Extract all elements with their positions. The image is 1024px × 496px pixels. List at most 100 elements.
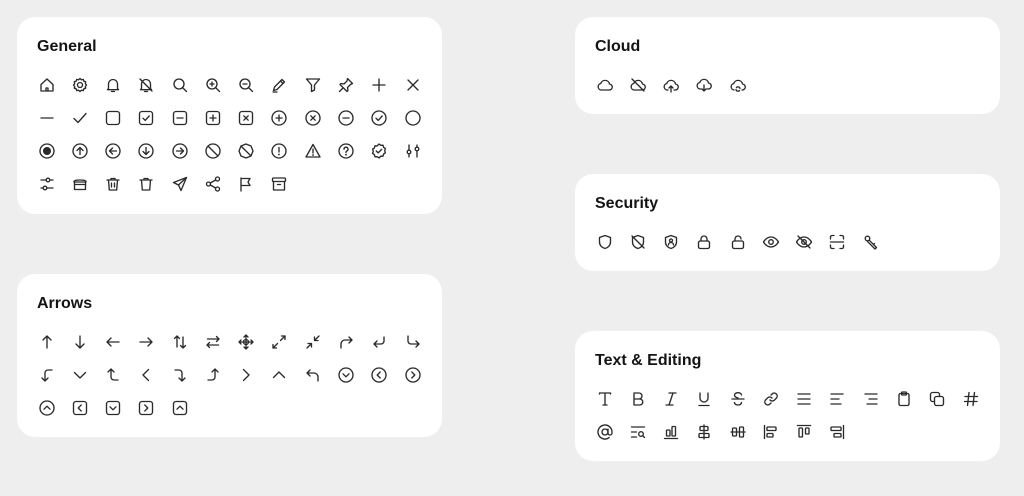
home-icon[interactable] [30,68,63,101]
move-icon[interactable] [230,325,263,358]
chevron-up-icon[interactable] [263,358,296,391]
badge-check-icon[interactable] [363,135,396,168]
underline-icon[interactable] [688,382,721,415]
circle-help-icon[interactable] [329,135,362,168]
cloud-upload-icon[interactable] [655,68,688,101]
arrow-down-icon[interactable] [63,325,96,358]
circle-arrow-up-icon[interactable] [63,135,96,168]
horizontal-sliders-icon[interactable] [30,168,63,201]
archive-icon[interactable] [263,168,296,201]
eye-icon[interactable] [754,225,787,258]
circle-check-icon[interactable] [363,101,396,134]
cloud-off-icon[interactable] [621,68,654,101]
circle-minus-icon[interactable] [329,101,362,134]
align-center-horizontal-icon[interactable] [721,415,754,448]
maximize-icon[interactable] [263,325,296,358]
at-sign-icon[interactable] [588,415,621,448]
minus-icon[interactable] [30,101,63,134]
zoom-out-icon[interactable] [230,68,263,101]
cloud-icon[interactable] [588,68,621,101]
triangle-alert-icon[interactable] [296,135,329,168]
arrow-right-icon[interactable] [130,325,163,358]
type-icon[interactable] [588,382,621,415]
circle-arrow-down-icon[interactable] [130,135,163,168]
corner-down-right-icon[interactable] [396,325,429,358]
lock-open-icon[interactable] [721,225,754,258]
send-icon[interactable] [163,168,196,201]
align-start-icon[interactable] [754,415,787,448]
align-justify-icon[interactable] [788,382,821,415]
radio-selected-icon[interactable] [30,135,63,168]
checkbox-checked-icon[interactable] [130,101,163,134]
search-icon[interactable] [163,68,196,101]
flag-icon[interactable] [230,168,263,201]
pin-icon[interactable] [329,68,362,101]
hash-icon[interactable] [954,382,987,415]
arrow-left-icon[interactable] [97,325,130,358]
bold-icon[interactable] [621,382,654,415]
block-alt-icon[interactable] [230,135,263,168]
circle-arrow-right-icon[interactable] [163,135,196,168]
shield-icon[interactable] [588,225,621,258]
cloud-sync-icon[interactable] [721,68,754,101]
square-chevron-up-icon[interactable] [163,392,196,425]
text-search-icon[interactable] [621,415,654,448]
circle-arrow-left-icon[interactable] [97,135,130,168]
square-chevron-right-icon[interactable] [130,392,163,425]
align-left-icon[interactable] [821,382,854,415]
pencil-icon[interactable] [263,68,296,101]
shield-user-icon[interactable] [655,225,688,258]
trash-alt-icon[interactable] [130,168,163,201]
check-icon[interactable] [63,101,96,134]
filter-icon[interactable] [296,68,329,101]
settings-icon[interactable] [63,68,96,101]
circle-chevron-up-icon[interactable] [30,392,63,425]
chevron-left-icon[interactable] [130,358,163,391]
block-icon[interactable] [196,135,229,168]
trash-icon[interactable] [97,168,130,201]
scan-icon[interactable] [821,225,854,258]
minimize-icon[interactable] [296,325,329,358]
checkbox-minus-icon[interactable] [163,101,196,134]
undo-icon[interactable] [296,358,329,391]
arrows-left-right-icon[interactable] [196,325,229,358]
lock-icon[interactable] [688,225,721,258]
arrow-up-icon[interactable] [30,325,63,358]
close-icon[interactable] [396,68,429,101]
bell-off-icon[interactable] [130,68,163,101]
arrows-up-down-icon[interactable] [163,325,196,358]
square-chevron-left-icon[interactable] [63,392,96,425]
corner-down-left-icon[interactable] [363,325,396,358]
vertical-sliders-icon[interactable] [396,135,429,168]
checkbox-x-icon[interactable] [230,101,263,134]
copy-icon[interactable] [921,382,954,415]
eye-off-icon[interactable] [788,225,821,258]
redo-icon[interactable] [329,325,362,358]
circle-chevron-down-icon[interactable] [329,358,362,391]
checkbox-empty-icon[interactable] [97,101,130,134]
circle-x-icon[interactable] [296,101,329,134]
align-top-icon[interactable] [788,415,821,448]
shield-off-icon[interactable] [621,225,654,258]
align-end-icon[interactable] [821,415,854,448]
bell-icon[interactable] [97,68,130,101]
circle-alert-icon[interactable] [263,135,296,168]
circle-plus-icon[interactable] [263,101,296,134]
corner-right-up-icon[interactable] [196,358,229,391]
square-chevron-down-icon[interactable] [97,392,130,425]
plus-icon[interactable] [363,68,396,101]
italic-icon[interactable] [655,382,688,415]
circle-chevron-left-icon[interactable] [363,358,396,391]
chevron-down-icon[interactable] [63,358,96,391]
corner-left-up-icon[interactable] [97,358,130,391]
align-right-icon[interactable] [854,382,887,415]
bin-icon[interactable] [63,168,96,201]
corner-left-down-icon[interactable] [30,358,63,391]
chevron-right-icon[interactable] [230,358,263,391]
link-icon[interactable] [754,382,787,415]
align-bottom-icon[interactable] [655,415,688,448]
circle-icon[interactable] [396,101,429,134]
strikethrough-icon[interactable] [721,382,754,415]
circle-chevron-right-icon[interactable] [396,358,429,391]
key-icon[interactable] [854,225,887,258]
